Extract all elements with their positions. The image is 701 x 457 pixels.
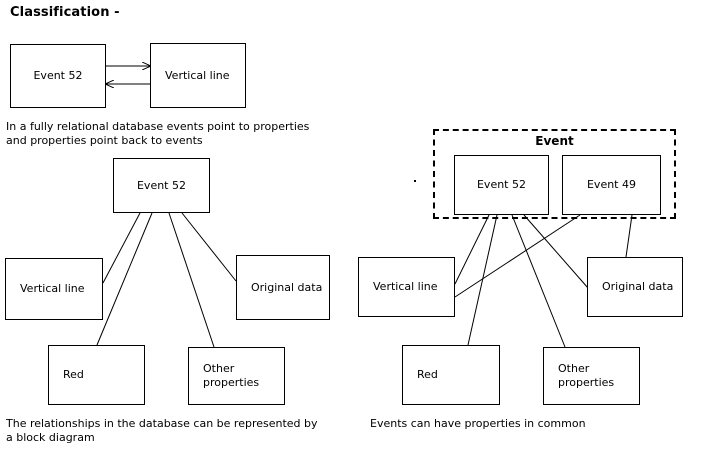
box-label-event52: Event 52 xyxy=(33,69,83,82)
box-r-other-properties[interactable]: Other properties xyxy=(543,347,640,405)
box-label-l-red: Red xyxy=(63,368,84,381)
connector-r-event52-to-r-other-properties xyxy=(511,214,566,348)
box-label-r-vertical-line: Vertical line xyxy=(373,280,438,293)
box-r-red[interactable]: Red xyxy=(402,345,500,405)
page-title: Classification - xyxy=(10,5,120,20)
box-l-vertical-line[interactable]: Vertical line xyxy=(5,258,103,320)
group-event-group[interactable] xyxy=(433,129,676,219)
box-label-r-red: Red xyxy=(417,368,438,381)
group-title-event-group: Event xyxy=(535,134,574,148)
box-label-l-event52: Event 52 xyxy=(136,178,186,192)
box-label-r-other-properties: Other properties xyxy=(558,362,615,389)
connector-l-event52-to-l-other-properties xyxy=(168,212,215,348)
box-label-r-event49: Event 49 xyxy=(586,178,636,191)
box-l-other-properties[interactable]: Other properties xyxy=(188,347,285,405)
box-label-l-original-data: Original data xyxy=(251,280,323,294)
box-l-original-data[interactable]: Original data xyxy=(236,255,330,320)
connector-l-event52-to-l-vertical-line xyxy=(102,212,141,284)
box-label-vertical-line: Vertical line xyxy=(165,68,230,82)
connector-r-event49-to-r-original-data xyxy=(625,214,633,258)
caption-top-diagram: In a fully relational database events po… xyxy=(6,120,310,147)
box-label-r-event52: Event 52 xyxy=(476,178,526,191)
box-label-l-vertical-line: Vertical line xyxy=(20,282,85,295)
caption-right-diagram: Events can have properties in common xyxy=(370,417,586,430)
box-l-event52[interactable]: Event 52 xyxy=(113,158,210,213)
caption-left-diagram: The relationships in the database can be… xyxy=(6,417,318,444)
connector-r-event52-to-r-red xyxy=(467,214,498,346)
connector-l-event52-to-l-red xyxy=(96,212,153,346)
connector-r-event49-to-r-vertical-line xyxy=(454,214,581,298)
box-r-event52[interactable]: Event 52 xyxy=(454,155,549,215)
stray-dot-artifact xyxy=(414,180,416,182)
box-label-l-other-properties: Other properties xyxy=(203,362,260,389)
box-label-r-original-data: Original data xyxy=(602,280,674,293)
connector-l-event52-to-l-original-data xyxy=(181,212,237,282)
box-r-event49[interactable]: Event 49 xyxy=(562,155,661,215)
box-event52[interactable]: Event 52 xyxy=(10,44,106,108)
connector-r-event52-to-r-original-data xyxy=(523,214,589,289)
connector-r-event52-to-r-vertical-line xyxy=(454,214,490,285)
box-l-red[interactable]: Red xyxy=(48,345,145,405)
box-r-original-data[interactable]: Original data xyxy=(587,257,683,317)
box-vertical-line[interactable]: Vertical line xyxy=(150,43,246,108)
box-r-vertical-line[interactable]: Vertical line xyxy=(358,257,455,317)
connector-lines xyxy=(96,66,633,348)
